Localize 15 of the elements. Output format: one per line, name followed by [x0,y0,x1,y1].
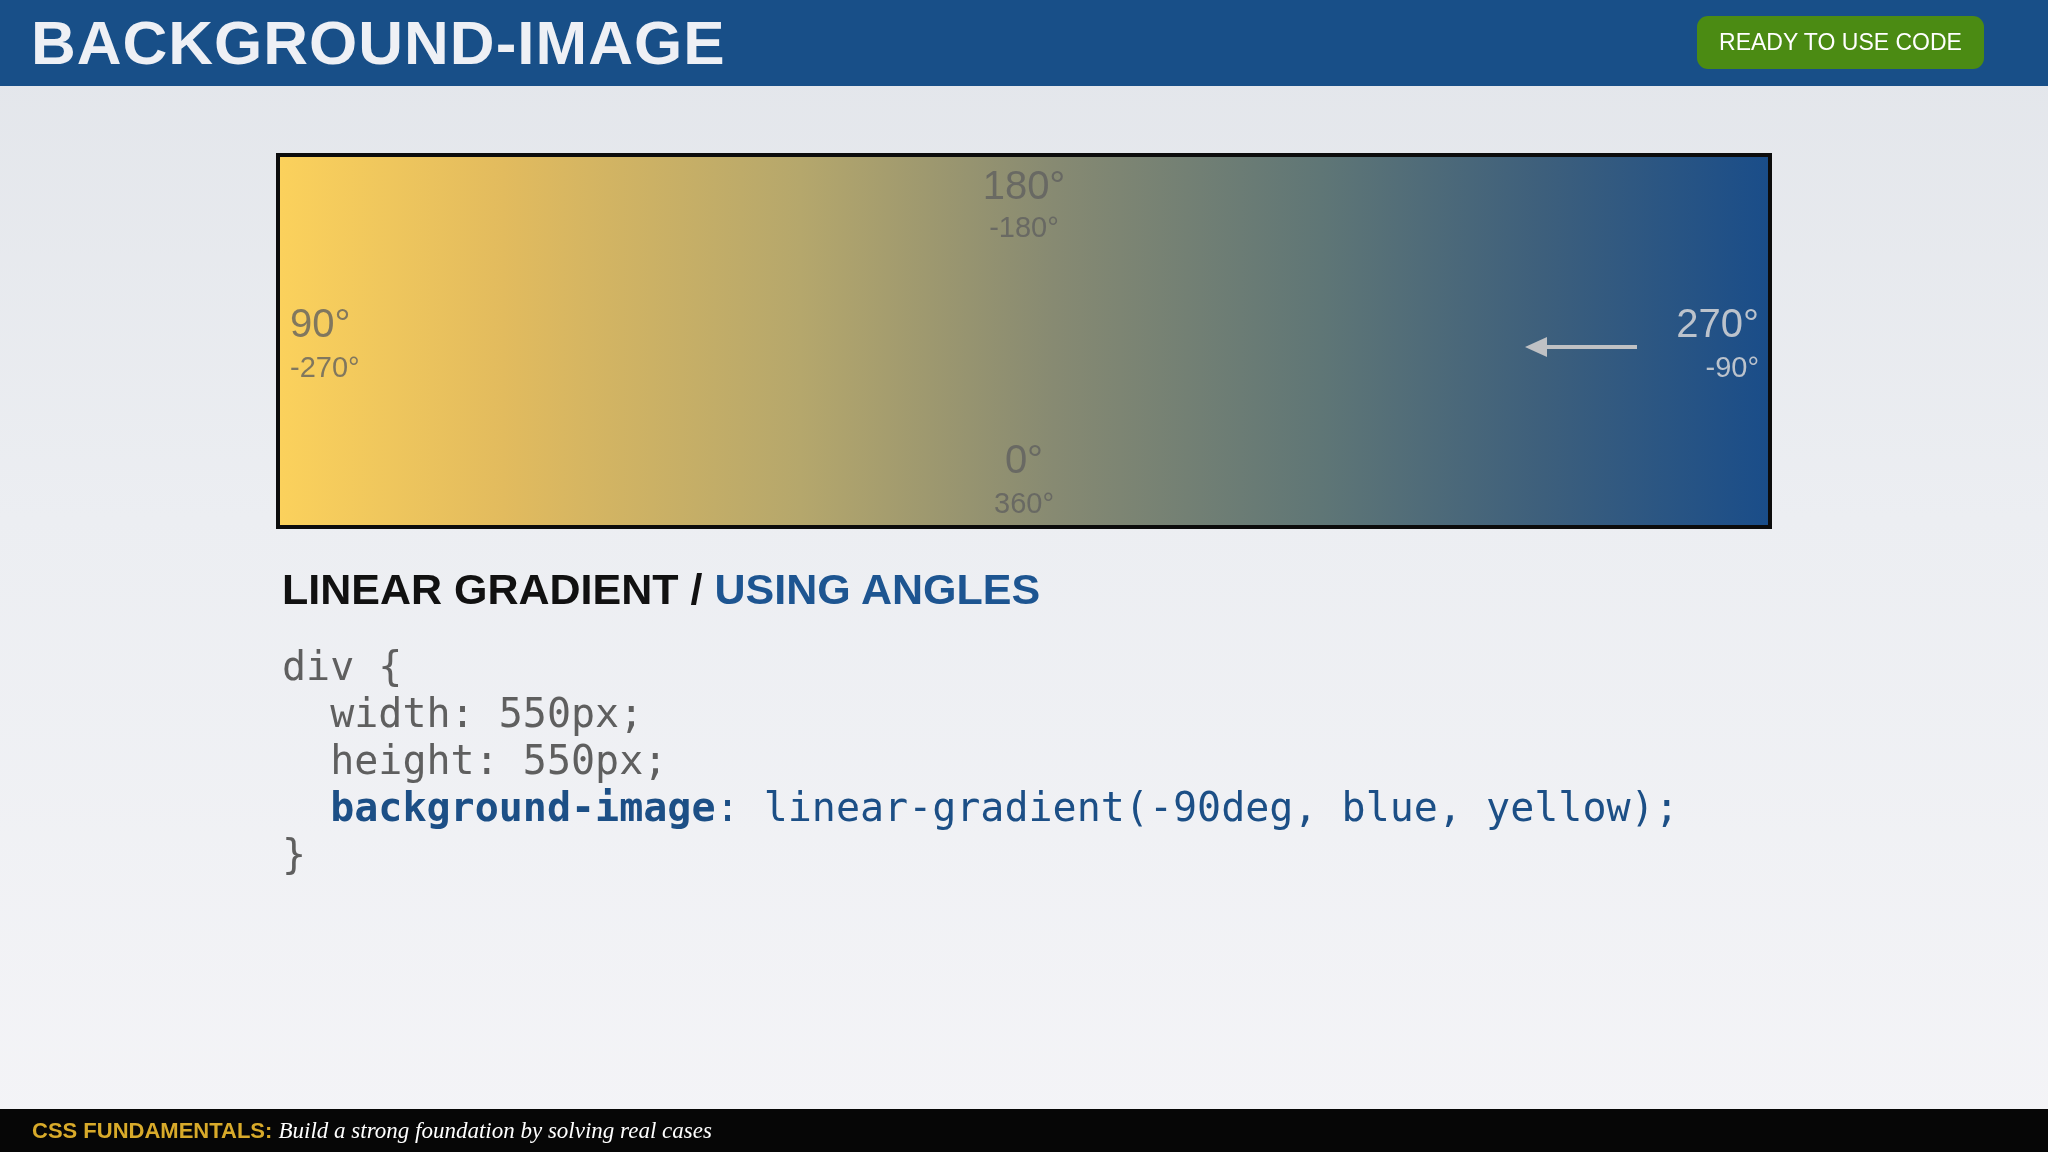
footer-text: CSS FUNDAMENTALS: Build a strong foundation by solving real cases [32,1117,712,1145]
gradient-panel [276,153,1772,529]
section-subheading: USING ANGLES [714,564,1041,615]
code-line: height: 550px; [330,737,668,784]
angle-label: -270° [290,352,360,384]
code-line: div { [282,643,403,690]
code-line: } [282,831,307,878]
code-line: width: 550px; [330,690,644,737]
status-badge: READY TO USE CODE [1697,16,1984,69]
page-title: BACKGROUND-IMAGE [31,8,726,78]
angle-label: 270° [1676,301,1759,345]
angle-label: -90° [1705,352,1759,384]
section-heading: LINEAR GRADIENT / [282,564,703,615]
code-line: background-image: linear-gradient(-90deg, blue, yellow); [330,784,1679,831]
angle-label: 90° [290,301,351,345]
